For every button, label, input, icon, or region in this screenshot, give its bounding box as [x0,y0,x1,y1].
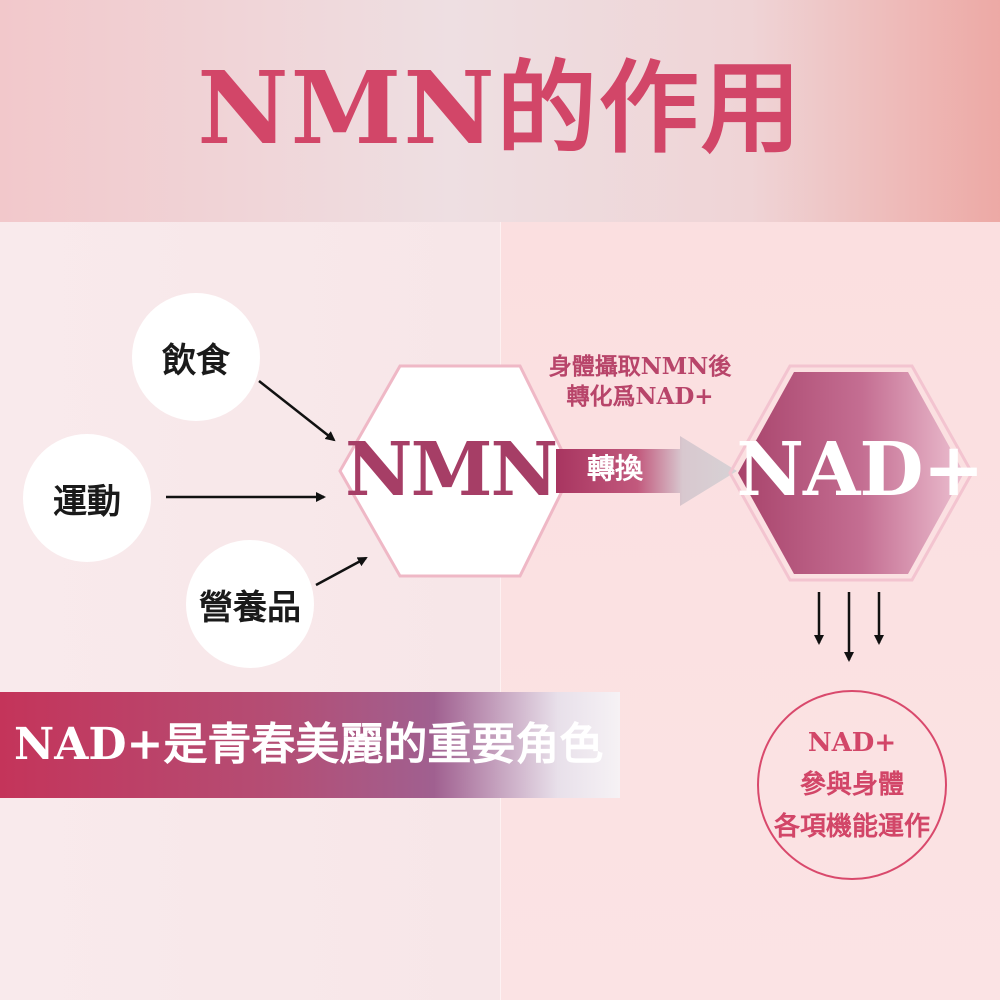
input-circle-diet: 飲食 [132,293,260,421]
input-circle-exercise: 運動 [23,434,151,562]
arrow-supplements-to-nmn [315,556,368,587]
result-circle: NAD+ 參與身體 各項機能運作 [757,690,947,880]
input-circle-supplements: 營養品 [186,540,314,668]
result-line3: 各項機能運作 [773,812,930,842]
page-title: NMN的作用 [197,49,803,167]
banner-text: NAD+是青春美麗的重要角色 [14,719,604,770]
conversion-arrow-label: 轉換 [586,452,643,485]
banner-bar [0,692,620,798]
arrow-diet-to-nmn [258,380,336,442]
conversion-note: 身體攝取NMN後 轉化爲NAD+ [520,352,760,412]
input-label-exercise: 運動 [53,481,121,522]
conversion-arrow [556,436,737,506]
result-line2: 參與身體 [799,770,904,800]
nmn-label: NMN [345,427,558,513]
conversion-note-line1: 身體攝取NMN後 [548,353,732,380]
conversion-note-line2: 轉化爲NAD+ [566,383,714,410]
nad-hexagon [738,372,964,574]
nad-hexagon-outline [728,364,974,582]
background-right-panel [500,222,1000,1000]
result-line1: NAD+ [807,728,897,758]
nmn-hexagon [338,364,574,578]
input-label-supplements: 營養品 [199,587,301,628]
input-label-diet: 飲食 [162,340,230,381]
center-divider [500,222,501,1000]
header-band [0,0,1000,222]
nad-label: NAD+ [736,427,984,513]
